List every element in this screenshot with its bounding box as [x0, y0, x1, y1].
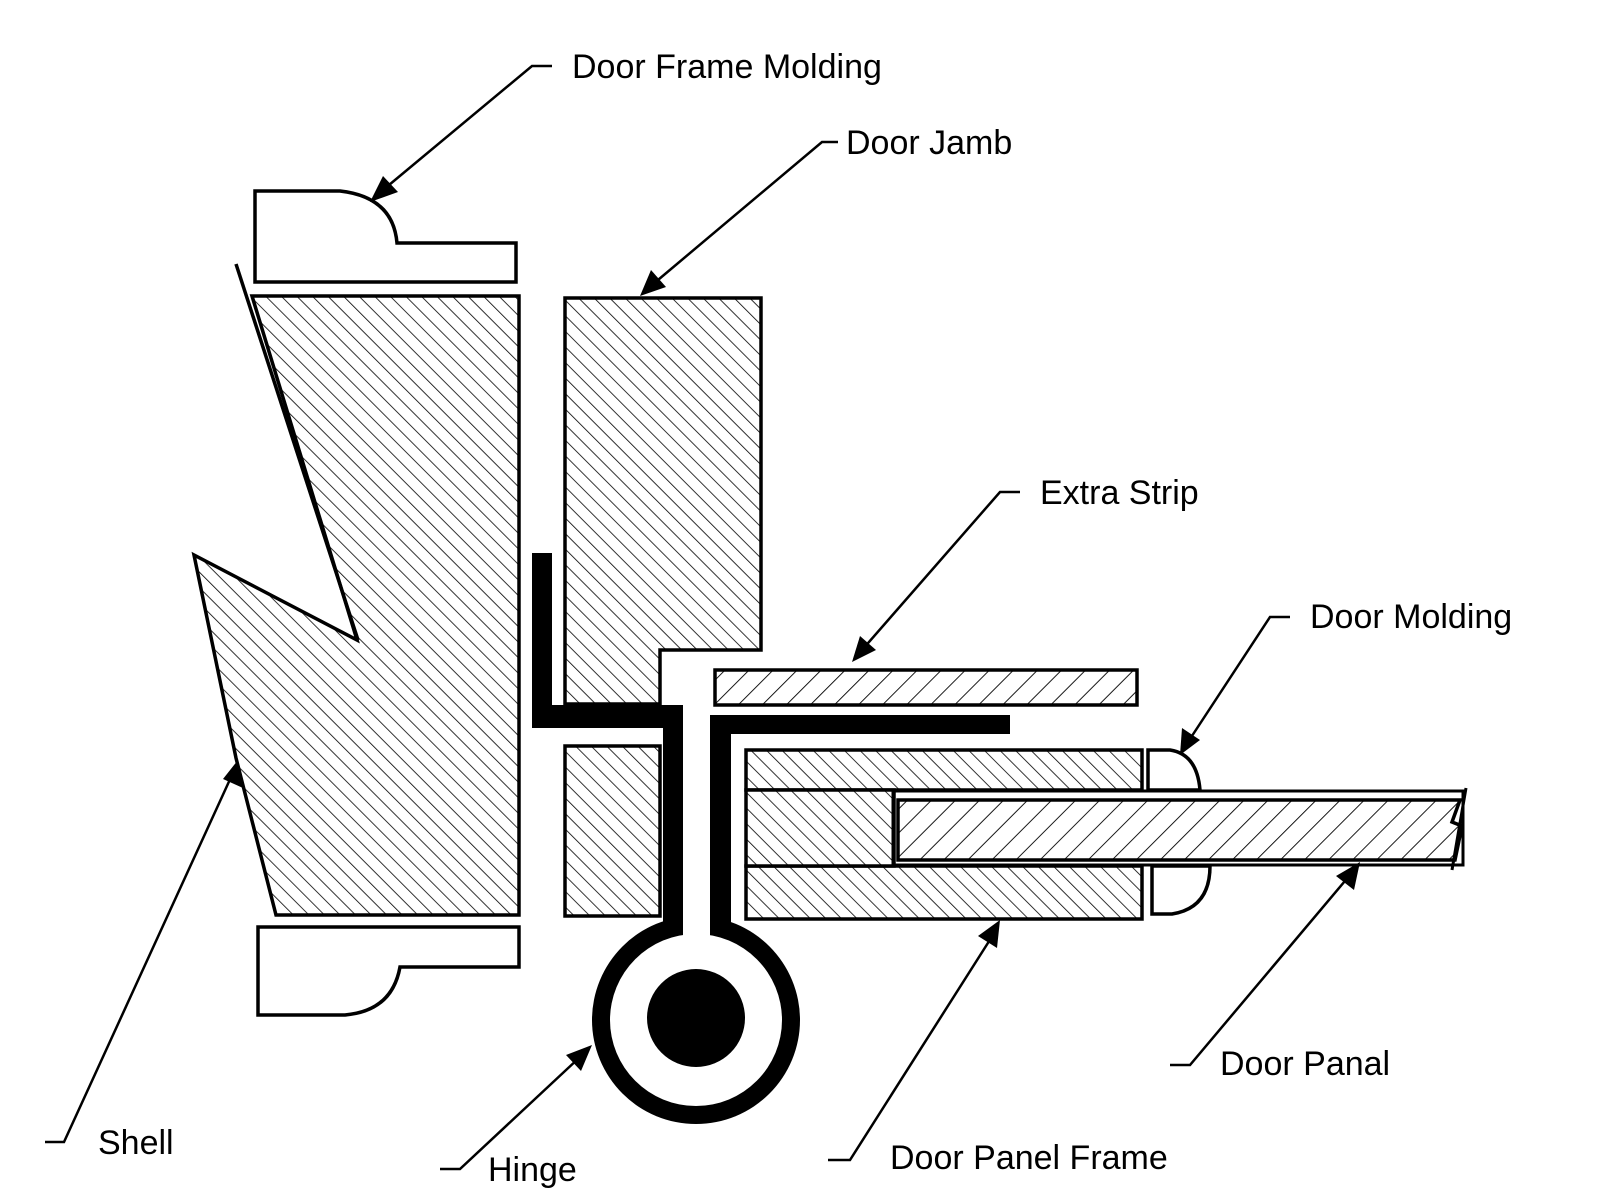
leader-door-frame-molding	[382, 64, 552, 191]
door-jamb	[563, 296, 763, 706]
door-panel-frame-upper	[744, 748, 1144, 792]
shell-body	[191, 294, 521, 917]
arrowhead-extra-strip	[852, 636, 876, 662]
leader-door-molding	[1186, 615, 1290, 743]
label-door-panel-frame: Door Panel Frame	[890, 1139, 1168, 1177]
leader-shell	[45, 774, 234, 1144]
door-panel	[896, 798, 1465, 862]
label-door-panel: Door Panal	[1220, 1045, 1391, 1083]
door-panel-frame-spine	[744, 788, 896, 868]
label-door-molding: Door Molding	[1310, 598, 1513, 636]
arrowhead-door-panel-frame	[978, 920, 1000, 948]
door-panel-break-line	[1450, 787, 1468, 871]
hinge-leaf-left	[532, 553, 683, 935]
shell-edge-line	[234, 263, 360, 641]
door-frame-molding-bottom	[256, 925, 521, 1017]
arrowhead-door-molding	[1180, 728, 1200, 755]
arrowhead-door-panel	[1336, 862, 1360, 890]
leader-door-panel	[1170, 874, 1351, 1067]
leader-extra-strip	[861, 490, 1020, 651]
arrowhead-hinge	[566, 1045, 592, 1071]
leader-hinge	[440, 1056, 581, 1171]
label-shell: Shell	[98, 1124, 174, 1162]
arrowhead-shell	[223, 760, 243, 788]
arrowhead-door-frame-molding	[370, 176, 398, 202]
label-door-jamb: Door Jamb	[846, 124, 1013, 162]
leader-door-jamb	[651, 140, 838, 286]
extra-strip	[713, 668, 1139, 707]
door-panel-frame-lower	[744, 864, 1144, 921]
label-extra-strip: Extra Strip	[1040, 474, 1199, 512]
label-hinge: Hinge	[488, 1151, 577, 1189]
spacer-block	[563, 744, 662, 918]
door-frame-molding-top	[253, 189, 518, 284]
label-door-frame-molding: Door Frame Molding	[572, 48, 882, 86]
door-molding-bottom	[1150, 864, 1212, 916]
leader-door-panel-frame	[828, 934, 995, 1162]
door-molding-top	[1146, 748, 1202, 792]
arrowhead-door-jamb	[640, 270, 666, 296]
hinge-knuckle-gap	[683, 915, 710, 945]
hinge-pin	[647, 969, 745, 1067]
